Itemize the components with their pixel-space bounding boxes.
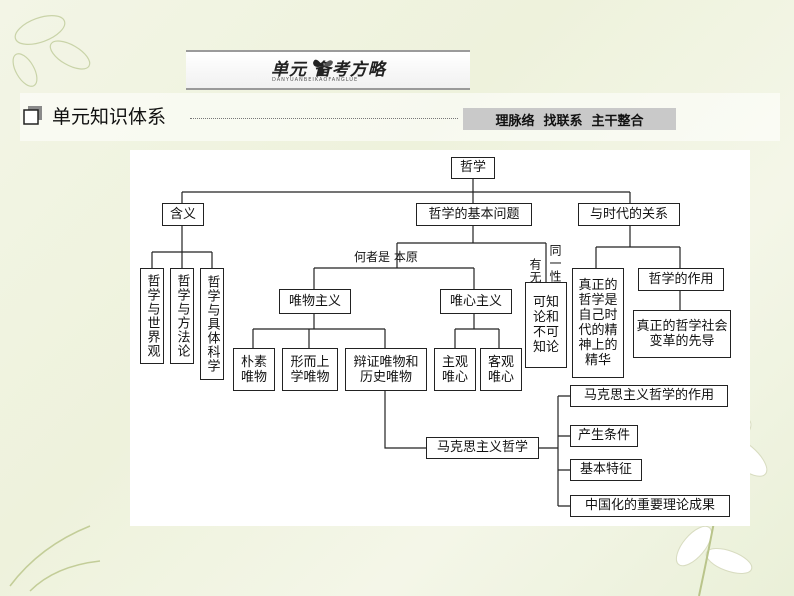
node-meaning-science: 哲学与具体科学 bbox=[200, 268, 224, 380]
checkbox-square-icon bbox=[23, 106, 42, 125]
node-philosophy: 哲学 bbox=[451, 157, 495, 179]
banner-subtitle: DANYUANBEIKAOFANGLUE bbox=[272, 77, 359, 83]
node-idealism: 唯心主义 bbox=[440, 289, 512, 314]
label-origin: 何者是 本原 bbox=[354, 250, 418, 264]
node-marxist-philosophy: 马克思主义哲学 bbox=[426, 437, 539, 459]
node-marxism-role: 马克思主义哲学的作用 bbox=[570, 385, 728, 407]
node-role-of-philosophy: 哲学的作用 bbox=[638, 268, 724, 291]
section-tags: 理脉络 找联系 主干整合 bbox=[495, 114, 644, 129]
node-dialectical-materialism: 辩证唯物和历史唯物 bbox=[345, 348, 427, 391]
node-meaning-worldview: 哲学与世界观 bbox=[140, 268, 164, 364]
node-meaning: 含义 bbox=[162, 203, 204, 226]
node-era-essence: 真正的哲学是自己时代的精神上的精华 bbox=[572, 268, 624, 378]
banner-title: 单元 备考方略 bbox=[271, 60, 386, 80]
node-metaphysical-materialism: 形而上学唯物 bbox=[282, 348, 338, 391]
butterfly-icon bbox=[313, 59, 333, 76]
dotted-divider bbox=[190, 118, 458, 119]
node-subjective-idealism: 主观唯心 bbox=[434, 348, 476, 391]
node-marxism-conditions: 产生条件 bbox=[570, 425, 638, 447]
node-era-relation: 与时代的关系 bbox=[578, 203, 680, 226]
node-agnosticism: 可知论和不可知论 bbox=[525, 282, 567, 368]
node-objective-idealism: 客观唯心 bbox=[480, 348, 522, 391]
section-tags-bar: 理脉络 找联系 主干整合 bbox=[463, 108, 676, 130]
section-title: 单元知识体系 bbox=[52, 106, 167, 128]
node-social-change-pioneer: 真正的哲学社会变革的先导 bbox=[633, 310, 731, 358]
node-naive-materialism: 朴素唯物 bbox=[233, 348, 275, 391]
node-marxism-features: 基本特征 bbox=[570, 459, 642, 481]
label-identity: 同一性 bbox=[548, 244, 562, 283]
node-marxism-china: 中国化的重要理论成果 bbox=[570, 495, 730, 517]
node-basic-question: 哲学的基本问题 bbox=[416, 203, 532, 226]
node-meaning-methodology: 哲学与方法论 bbox=[170, 268, 194, 364]
unit-banner: 单元 备考方略 DANYUANBEIKAOFANGLUE bbox=[186, 50, 470, 90]
node-materialism: 唯物主义 bbox=[279, 289, 351, 314]
label-existence: 有无 bbox=[528, 258, 542, 284]
